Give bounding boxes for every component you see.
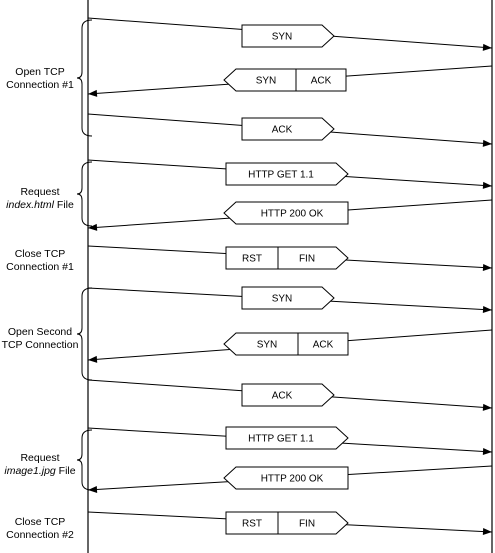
phase-bracket-2 <box>76 161 93 227</box>
phase-bracket-3 <box>76 287 93 381</box>
arrowhead <box>482 181 492 189</box>
packet-label: ACK <box>313 340 334 351</box>
message-1: SYN <box>87 17 493 51</box>
phase-bracket-1 <box>76 19 93 137</box>
arrowhead <box>482 447 492 455</box>
packet-box <box>241 24 335 48</box>
arrowhead <box>482 43 492 51</box>
message-10: HTTP GET 1.1 <box>87 426 493 455</box>
arrowhead <box>482 264 492 272</box>
phase-label-request-image: Request image1.jpg File <box>4 452 76 477</box>
packet-box <box>223 466 349 490</box>
packet-label: HTTP GET 1.1 <box>248 170 314 181</box>
phase-bracket-4 <box>76 429 93 491</box>
arrowhead <box>88 485 98 493</box>
phase-label-request-index: Request index.html File <box>6 186 74 211</box>
phase-brackets <box>76 19 93 491</box>
packet-label: ACK <box>272 391 293 402</box>
packet-label: HTTP 200 OK <box>261 209 324 220</box>
arrowhead <box>88 89 98 97</box>
packet-box <box>241 383 335 407</box>
message-2: SYN ACK <box>87 65 493 97</box>
message-8: SYN ACK <box>87 329 493 363</box>
arrowhead <box>482 306 492 314</box>
arrowhead <box>482 528 492 536</box>
packet-box <box>225 162 349 186</box>
packet-label: HTTP 200 OK <box>261 474 324 485</box>
message-11: HTTP 200 OK <box>87 465 493 493</box>
message-9: ACK <box>87 379 493 411</box>
message-4: HTTP GET 1.1 <box>87 159 493 189</box>
packet-label: HTTP GET 1.1 <box>248 434 314 445</box>
arrowhead <box>482 139 492 147</box>
message-3: ACK <box>87 113 493 147</box>
packet-label: SYN <box>257 340 278 351</box>
packet-label: SYN <box>272 294 293 305</box>
arrowhead <box>482 403 492 411</box>
message-12: RST FIN <box>87 511 493 536</box>
packet-box <box>225 246 349 270</box>
arrowhead <box>88 223 98 231</box>
packet-label: ACK <box>272 125 293 136</box>
packet-box <box>225 511 349 535</box>
packet-label: FIN <box>299 519 315 530</box>
packet-label: RST <box>242 519 262 530</box>
packet-box <box>241 286 335 310</box>
arrowhead <box>88 355 98 363</box>
packet-label: SYN <box>256 76 277 87</box>
packet-label: ACK <box>311 76 332 87</box>
packet-box <box>223 201 349 225</box>
packet-box <box>241 117 335 141</box>
packet-box <box>225 426 349 450</box>
packet-label: SYN <box>272 32 293 43</box>
packet-box <box>223 332 349 356</box>
message-6: RST FIN <box>87 245 493 272</box>
message-5: HTTP 200 OK <box>87 199 493 231</box>
packet-label: FIN <box>299 254 315 265</box>
message-7: SYN <box>87 286 493 314</box>
packet-box <box>223 68 347 92</box>
packet-label: RST <box>242 254 262 265</box>
